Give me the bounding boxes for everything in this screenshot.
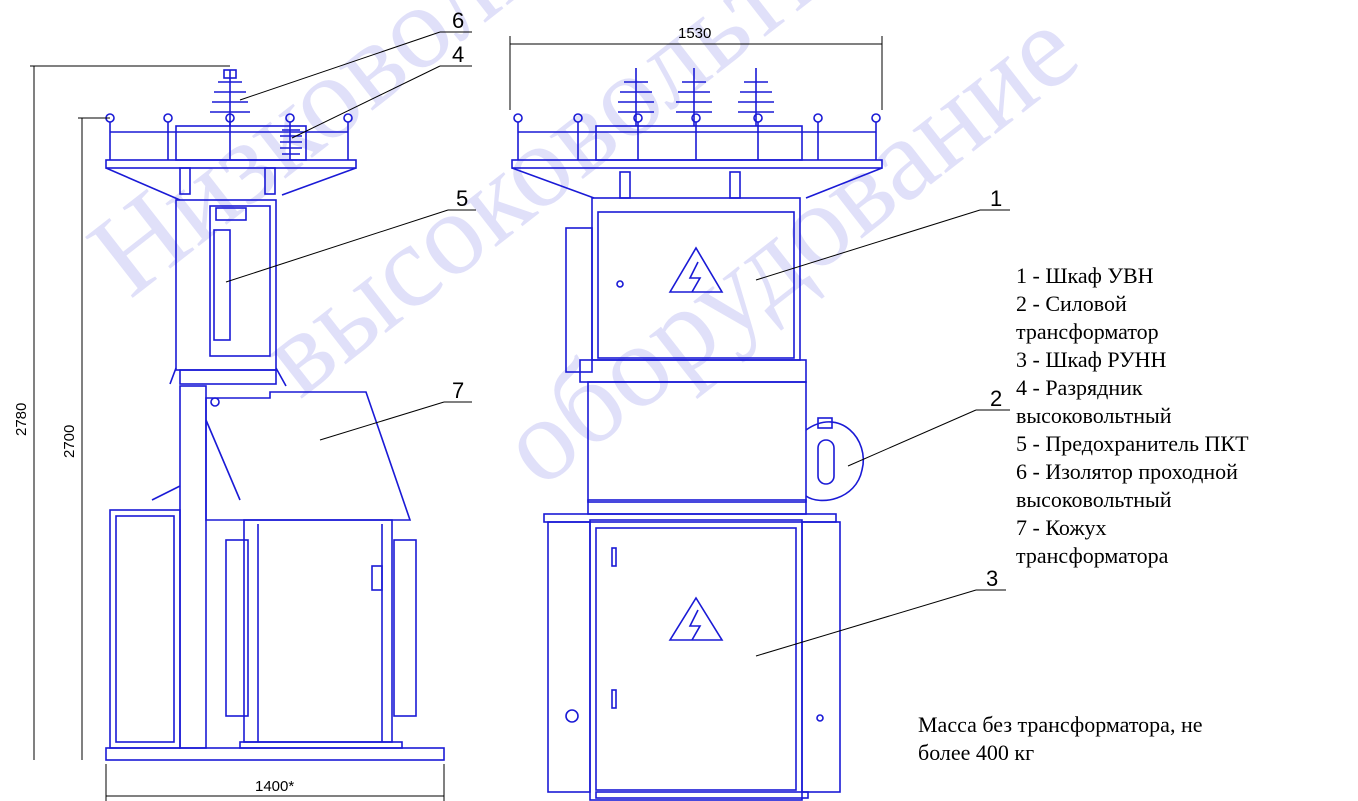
callout-3: 3 (986, 566, 998, 591)
callout-2: 2 (990, 386, 1002, 411)
mass-note: Масса без трансформатора, не более 400 к… (918, 711, 1218, 767)
mass-note-line-1: Масса без трансформатора, не (918, 712, 1203, 737)
legend-line-8: 6 - Изолятор проходной (1016, 459, 1238, 484)
dimension-side-width: 1400* (255, 778, 294, 795)
watermark: Низковольтное высоковольтное оборудовани… (65, 0, 1100, 510)
legend-line-4: 3 - Шкаф РУНН (1016, 347, 1167, 372)
front-view (511, 68, 883, 801)
legend-line-5: 4 - Разрядник (1016, 375, 1143, 400)
legend-line-7: 5 - Предохранитель ПКТ (1016, 431, 1249, 456)
mass-note-line-2: более 400 кг (918, 740, 1035, 765)
dimension-frame-height: 2700 (61, 425, 78, 458)
side-view (30, 36, 883, 801)
callout-6: 6 (452, 8, 464, 33)
legend-line-3: трансформатор (1016, 319, 1159, 344)
legend: 1 - Шкаф УВН 2 - Силовой трансформатор 3… (1016, 262, 1356, 570)
legend-line-11: трансформатора (1016, 543, 1169, 568)
callout-4: 4 (452, 42, 464, 67)
dimension-front-width: 1530 (678, 25, 711, 42)
legend-line-6: высоковольтный (1016, 403, 1172, 428)
legend-line-1: 1 - Шкаф УВН (1016, 263, 1154, 288)
legend-line-10: 7 - Кожух (1016, 515, 1107, 540)
callout-7: 7 (452, 378, 464, 403)
callout-5: 5 (456, 186, 468, 211)
dimension-total-height: 2780 (13, 403, 30, 436)
legend-line-9: высоковольтный (1016, 487, 1172, 512)
leader-lines (225, 31, 1010, 657)
callout-1: 1 (990, 186, 1002, 211)
legend-line-2: 2 - Силовой (1016, 291, 1127, 316)
